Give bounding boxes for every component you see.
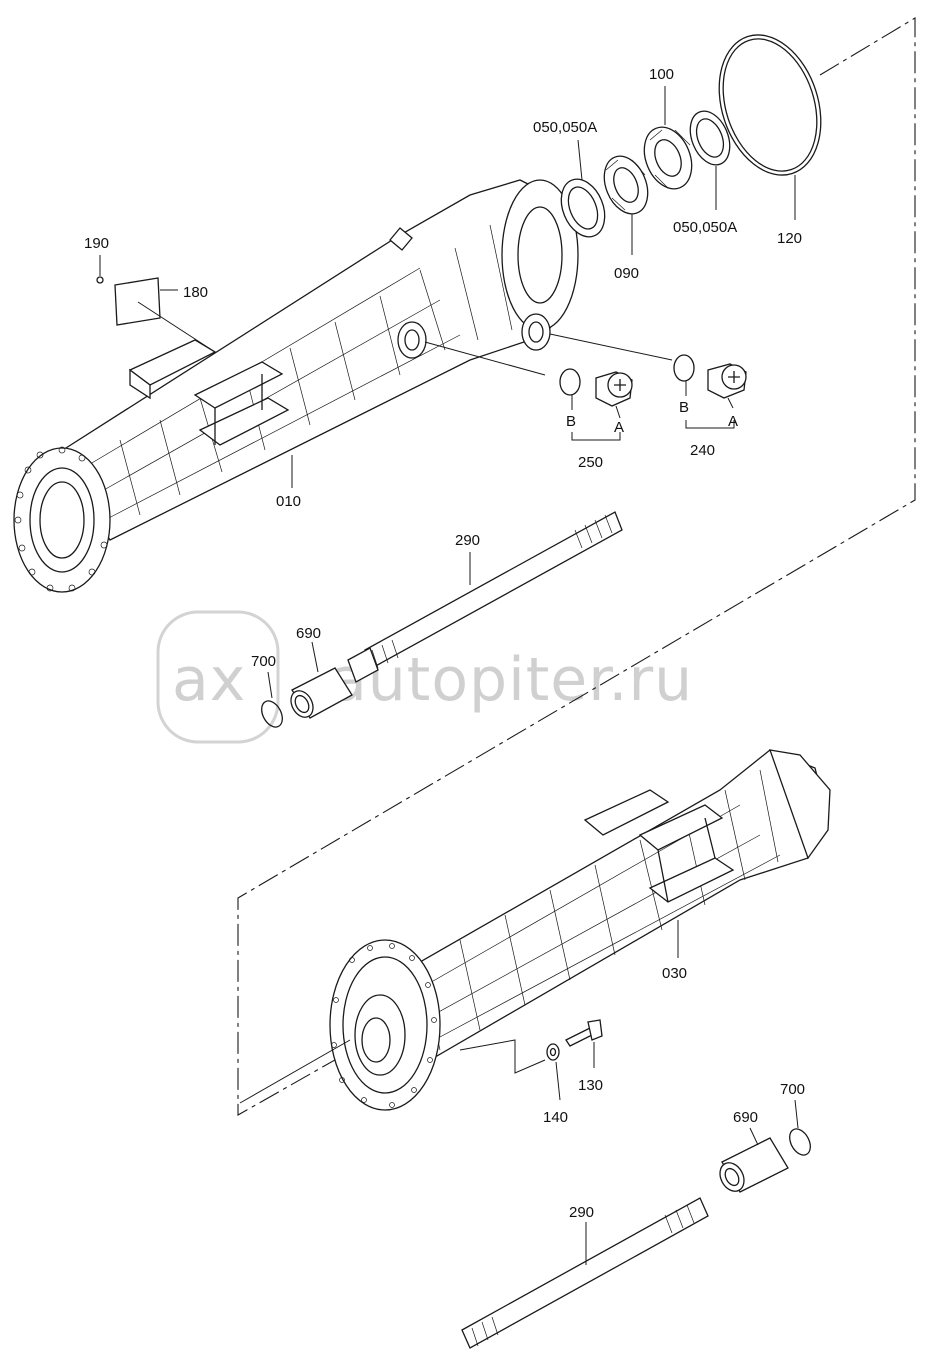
label-250-a: A [614, 419, 624, 436]
watermark-logo-frame [156, 610, 280, 744]
bolt-130 [565, 1019, 603, 1068]
washer-140 [546, 1043, 561, 1101]
bearing-090 [603, 155, 649, 255]
label-050-050a-top: 050,050A [533, 119, 597, 136]
axle-housing-030 [239, 749, 831, 1111]
label-180: 180 [183, 284, 208, 301]
bearing-100 [643, 86, 693, 190]
label-140: 140 [543, 1109, 568, 1126]
label-030: 030 [662, 965, 687, 982]
watermark-logo: ax [172, 645, 246, 715]
label-090: 090 [614, 265, 639, 282]
label-290-lower: 290 [569, 1204, 594, 1221]
ring-700-upper [261, 671, 283, 728]
ring-700-lower [789, 1099, 811, 1156]
label-240-a: A [728, 413, 738, 430]
shim-050-right [689, 110, 731, 210]
label-700-upper: 700 [251, 653, 276, 670]
o-ring-120 [718, 34, 822, 220]
label-010: 010 [276, 493, 301, 510]
sleeve-690-lower [719, 1127, 789, 1193]
breather-190 [96, 255, 104, 284]
label-100: 100 [649, 66, 674, 83]
sleeve-690-upper [290, 641, 353, 719]
drive-shaft-290-upper [347, 511, 623, 683]
label-290-upper: 290 [455, 532, 480, 549]
axle-housing-010 [13, 179, 579, 593]
label-240-b: B [679, 399, 689, 416]
label-700-lower: 700 [780, 1081, 805, 1098]
bolt-leader [459, 1039, 546, 1074]
label-130: 130 [578, 1077, 603, 1094]
label-240: 240 [690, 442, 715, 459]
drive-shaft-290-lower [461, 1197, 709, 1349]
plug-assembly-240 [549, 333, 747, 429]
label-190: 190 [84, 235, 109, 252]
label-050-050a-right: 050,050A [673, 219, 737, 236]
label-690-upper: 690 [296, 625, 321, 642]
plug-assembly-250 [424, 341, 633, 441]
plate-180 [114, 277, 216, 353]
shim-050-left [560, 139, 606, 238]
label-120: 120 [777, 230, 802, 247]
label-250-b: B [566, 413, 576, 430]
assembly-boundary [237, 17, 916, 1116]
label-690-lower: 690 [733, 1109, 758, 1126]
label-250: 250 [578, 454, 603, 471]
